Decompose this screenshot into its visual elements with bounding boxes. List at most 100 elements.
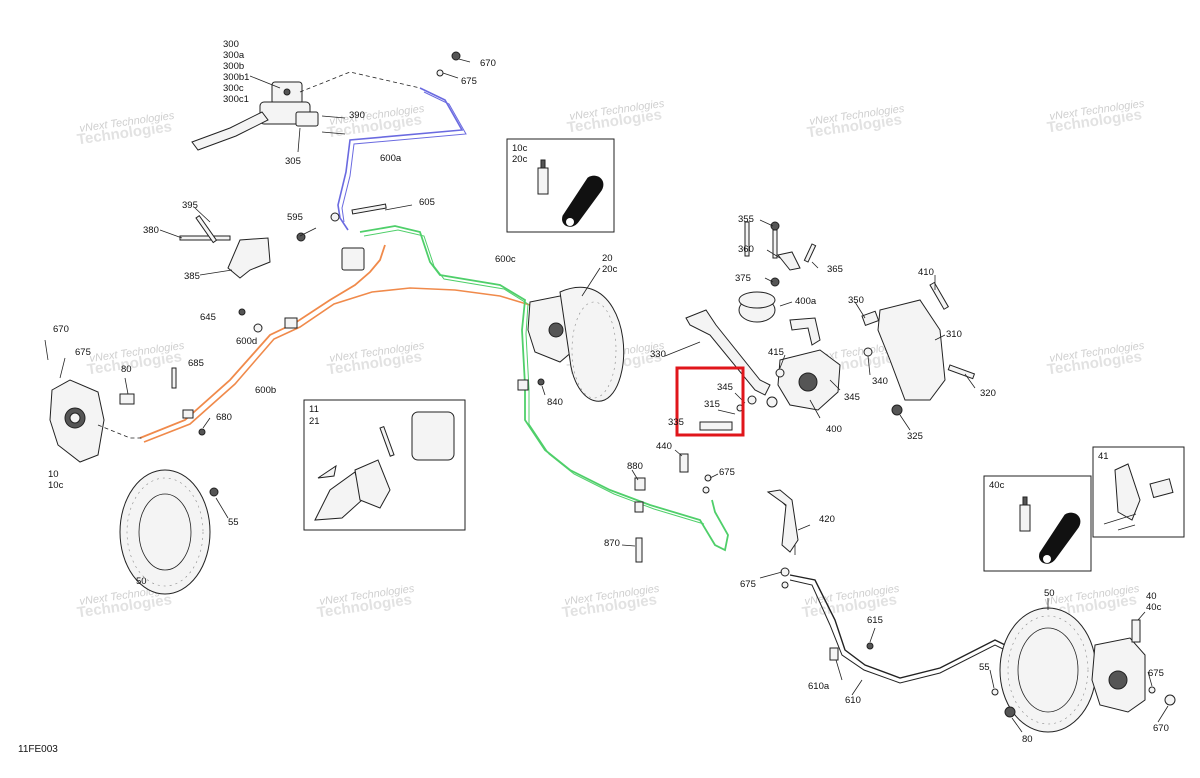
label-375: 375 bbox=[735, 273, 751, 284]
label-685: 685 bbox=[188, 358, 204, 369]
front-master-cylinder bbox=[191, 81, 319, 151]
watermark: vNext Technologies Technologies bbox=[1046, 98, 1146, 137]
label-610: 610 bbox=[845, 695, 861, 706]
label-420: 420 bbox=[819, 514, 835, 525]
label-605: 605 bbox=[419, 197, 435, 208]
label-300: 300 bbox=[223, 39, 239, 50]
label-300c1: 300c1 bbox=[223, 94, 249, 105]
label-55-left: 55 bbox=[228, 517, 239, 528]
label-395: 395 bbox=[182, 200, 198, 211]
label-300b: 300b bbox=[223, 61, 244, 72]
label-610a: 610a bbox=[808, 681, 830, 692]
label-670-left: 670 bbox=[53, 324, 69, 335]
label-675-rr: 675 bbox=[1148, 668, 1164, 679]
watermark: vNext Technologies Technologies bbox=[561, 583, 661, 622]
svg-text:11: 11 bbox=[309, 404, 319, 415]
label-40c: 40c bbox=[1146, 602, 1162, 613]
watermark: vNext Technologies Technologies bbox=[566, 98, 666, 137]
fittings-center bbox=[621, 449, 719, 563]
watermark: vNext Technologies Technologies bbox=[316, 583, 416, 622]
label-345-b: 345 bbox=[844, 392, 860, 403]
label-305: 305 bbox=[285, 156, 301, 167]
label-385: 385 bbox=[184, 271, 200, 282]
rear-brake-pedal-assembly bbox=[685, 221, 976, 416]
label-600b: 600b bbox=[255, 385, 276, 396]
label-675-r: 675 bbox=[740, 579, 756, 590]
label-50-right: 50 bbox=[1044, 588, 1055, 599]
watermark: vNext Technologies Technologies bbox=[76, 110, 176, 149]
label-315: 315 bbox=[704, 399, 720, 410]
label-80-right: 80 bbox=[1022, 734, 1033, 745]
label-400a: 400a bbox=[795, 296, 817, 307]
label-400: 400 bbox=[826, 424, 842, 435]
label-330: 330 bbox=[650, 349, 666, 360]
diagram-code: 11FE003 bbox=[18, 744, 58, 755]
label-645: 645 bbox=[200, 312, 216, 323]
hose-600a bbox=[337, 87, 467, 231]
label-615: 615 bbox=[867, 615, 883, 626]
label-410: 410 bbox=[918, 267, 934, 278]
label-440: 440 bbox=[656, 441, 672, 452]
label-360: 360 bbox=[738, 244, 754, 255]
front-right-caliper bbox=[527, 267, 625, 402]
inset-pads-center: 11 21 bbox=[303, 399, 466, 531]
label-670-top: 670 bbox=[480, 58, 496, 69]
label-10: 10 bbox=[48, 469, 59, 480]
label-325: 325 bbox=[907, 431, 923, 442]
svg-text:20c: 20c bbox=[512, 154, 528, 165]
label-675-mid: 675 bbox=[719, 467, 735, 478]
bracket-385 bbox=[159, 207, 271, 279]
inset-bleeder-right: 40c bbox=[983, 475, 1092, 572]
label-320: 320 bbox=[980, 388, 996, 399]
label-880: 880 bbox=[627, 461, 643, 472]
highlight-box bbox=[675, 366, 745, 437]
label-670-rr: 670 bbox=[1153, 723, 1169, 734]
hose-600c bbox=[359, 225, 729, 552]
label-415: 415 bbox=[768, 347, 784, 358]
hose-600b bbox=[139, 244, 531, 443]
label-300b1: 300b1 bbox=[223, 72, 249, 83]
label-300c: 300c bbox=[223, 83, 244, 94]
label-55-right: 55 bbox=[979, 662, 990, 673]
inset-bleeder-top: 10c 20c bbox=[506, 138, 615, 233]
label-600d: 600d bbox=[236, 336, 257, 347]
label-350: 350 bbox=[848, 295, 864, 306]
rear-caliper bbox=[989, 598, 1176, 733]
watermark: vNext Technologies Technologies bbox=[806, 103, 906, 142]
label-345: 345 bbox=[717, 382, 733, 393]
label-600a: 600a bbox=[380, 153, 402, 164]
svg-text:10c: 10c bbox=[512, 143, 528, 154]
label-680: 680 bbox=[216, 412, 232, 423]
inset-pads-right: 41 bbox=[1092, 446, 1185, 538]
label-340: 340 bbox=[872, 376, 888, 387]
label-300a: 300a bbox=[223, 50, 245, 61]
label-20: 20 bbox=[602, 253, 613, 264]
part-labels: 300 300a 300b 300b1 300c 300c1 305 390 6… bbox=[48, 39, 1169, 745]
leader-lines-pedal bbox=[664, 219, 976, 431]
junction-block bbox=[299, 204, 413, 271]
label-595: 595 bbox=[287, 212, 303, 223]
svg-text:21: 21 bbox=[309, 416, 320, 427]
label-335: 335 bbox=[668, 417, 684, 428]
label-355: 355 bbox=[738, 214, 754, 225]
clip-840 bbox=[517, 378, 546, 396]
svg-text:40c: 40c bbox=[989, 480, 1005, 491]
watermark: vNext Technologies Technologies bbox=[801, 583, 901, 622]
label-870: 870 bbox=[604, 538, 620, 549]
label-310: 310 bbox=[946, 329, 962, 340]
watermark: vNext Technologies Technologies bbox=[1046, 340, 1146, 379]
front-left-rotor bbox=[119, 469, 229, 595]
label-365: 365 bbox=[827, 264, 843, 275]
svg-text:41: 41 bbox=[1098, 451, 1109, 462]
label-380: 380 bbox=[143, 225, 159, 236]
label-675-top: 675 bbox=[461, 76, 477, 87]
front-left-caliper bbox=[44, 339, 142, 463]
label-20c: 20c bbox=[602, 264, 618, 275]
label-80-left: 80 bbox=[121, 364, 132, 375]
label-40: 40 bbox=[1146, 591, 1157, 602]
fasteners-top bbox=[296, 51, 461, 242]
hose-clips-left bbox=[171, 308, 298, 436]
label-10c: 10c bbox=[48, 480, 64, 491]
watermark: vNext Technologies Technologies bbox=[326, 340, 426, 379]
